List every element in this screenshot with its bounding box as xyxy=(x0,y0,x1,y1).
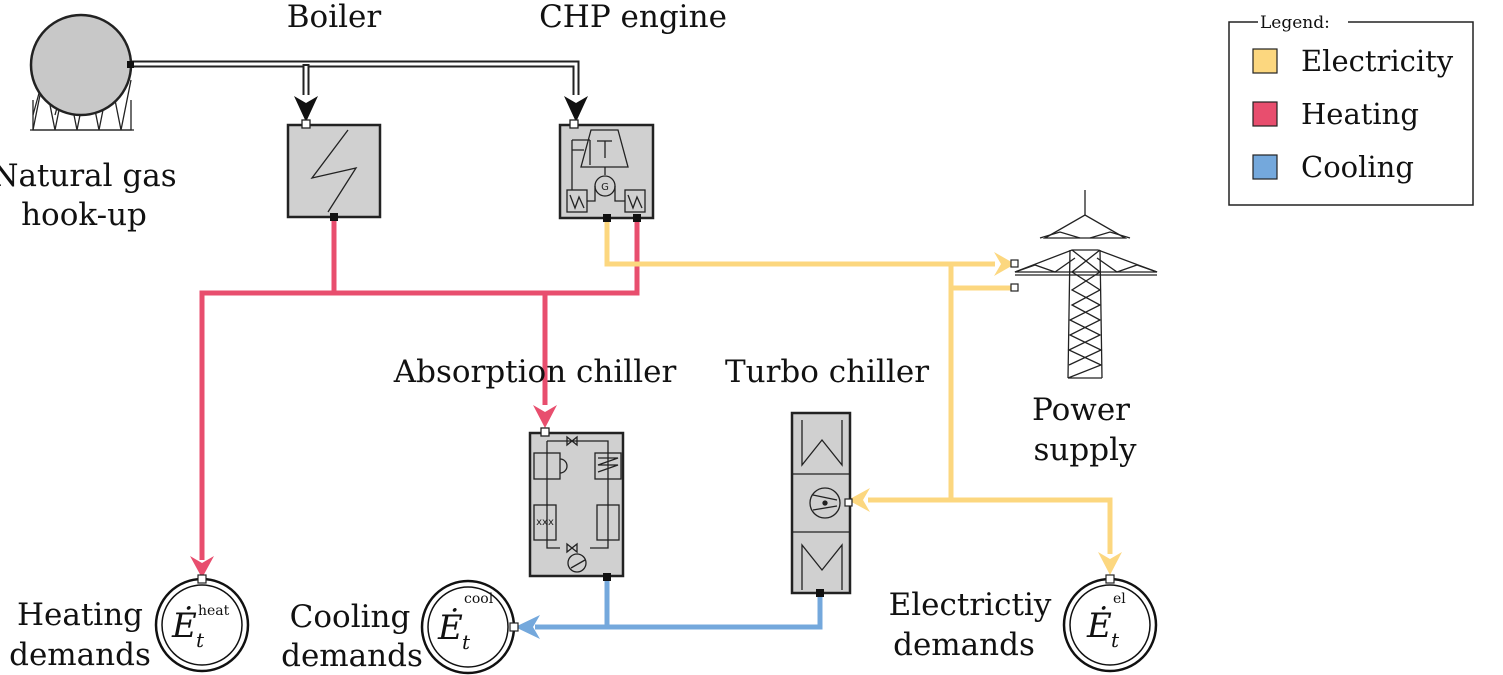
electricity-demand-label-line1: Electrictiy xyxy=(889,587,1052,623)
gas-tank xyxy=(29,13,134,131)
cooling-demand-label-line2: demands xyxy=(281,638,423,674)
legend-title: Legend: xyxy=(1260,13,1330,33)
legend-label-electricity: Electricity xyxy=(1301,44,1454,78)
el-demand-sub: t xyxy=(1111,628,1120,652)
heat-demand-sub: t xyxy=(196,628,205,652)
electricity-lines xyxy=(604,218,1113,554)
heating-lines xyxy=(199,218,640,560)
electricity-demand-node: Ė t el xyxy=(1062,574,1158,673)
absorption-chiller: xxx xyxy=(528,427,625,581)
cool-arrow-demand xyxy=(515,615,540,639)
gas-label-line1: Natural gas xyxy=(0,158,177,194)
cool-demand-symbol: Ė xyxy=(437,608,463,648)
gas-arrow-chp xyxy=(564,96,588,122)
legend: Legend: Electricity Heating Cooling xyxy=(1228,13,1474,206)
gas-label-line2: hook-up xyxy=(21,197,147,233)
legend-label-cooling: Cooling xyxy=(1301,150,1414,184)
power-label-line1: Power xyxy=(1032,392,1130,428)
chp-engine: G xyxy=(558,119,655,222)
cooling-demand-node: Ė t cool xyxy=(420,579,519,675)
power-label-line2: supply xyxy=(1034,432,1137,468)
absorption-label: Absorption chiller xyxy=(393,354,677,390)
cooling-lines xyxy=(535,578,823,630)
power-pylon xyxy=(1014,190,1158,379)
svg-text:G: G xyxy=(601,182,609,193)
electricity-demand-label-line2: demands xyxy=(893,627,1035,663)
legend-swatch-cooling xyxy=(1252,154,1278,180)
svg-text:xxx: xxx xyxy=(536,517,554,528)
boiler-label: Boiler xyxy=(287,0,382,35)
cooling-demand-label-line1: Cooling xyxy=(290,599,411,635)
legend-swatch-electricity xyxy=(1252,48,1278,74)
legend-label-heating: Heating xyxy=(1301,97,1419,131)
gas-pipes xyxy=(132,60,588,122)
chp-label: CHP engine xyxy=(539,0,727,35)
cool-demand-sub: t xyxy=(462,630,471,654)
cool-demand-sup: cool xyxy=(464,591,494,607)
heat-arrow-demand xyxy=(190,556,214,578)
turbo-label: Turbo chiller xyxy=(725,354,929,390)
heat-demand-sup: heat xyxy=(198,603,230,619)
turbo-chiller xyxy=(790,411,853,597)
gas-arrow-boiler xyxy=(294,96,318,122)
legend-swatch-heating xyxy=(1252,101,1278,127)
boiler xyxy=(286,119,382,221)
heat-demand-symbol: Ė xyxy=(171,606,197,646)
el-arrow-demand xyxy=(1098,552,1122,575)
el-demand-symbol: Ė xyxy=(1086,606,1112,646)
heat-arrow-absorption xyxy=(533,405,557,428)
el-arrow-turbo xyxy=(848,488,870,512)
heating-demand-node: Ė t heat xyxy=(154,574,250,673)
heating-demand-label-line1: Heating xyxy=(17,597,143,633)
heating-demand-label-line2: demands xyxy=(9,637,151,673)
el-arrow-grid xyxy=(994,252,1015,276)
el-demand-sup: el xyxy=(1113,591,1126,607)
